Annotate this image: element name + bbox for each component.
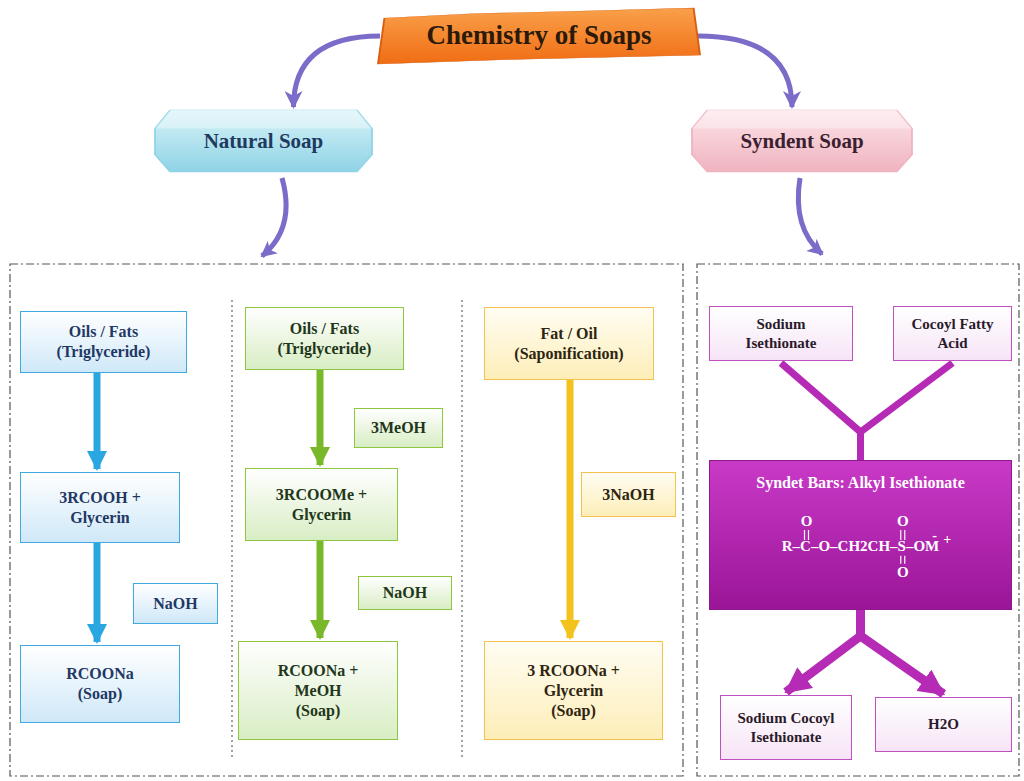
double-bond bbox=[900, 556, 901, 564]
dotted-separator bbox=[231, 300, 232, 760]
box-label: Fat / Oil (Saponification) bbox=[504, 324, 634, 364]
flow-arrow bbox=[317, 370, 324, 465]
box-label: Oils / Fats (Triglyceride) bbox=[255, 319, 395, 359]
flow-arrow bbox=[698, 36, 792, 107]
box-label: 3MeOH bbox=[371, 418, 426, 438]
dashed-region bbox=[10, 264, 683, 776]
flow-arrow bbox=[861, 363, 953, 460]
double-bond bbox=[904, 556, 905, 564]
formula-part: C bbox=[800, 537, 811, 556]
process-box: 3RCOOMe + Glycerin bbox=[245, 468, 398, 541]
title-banner: Chemistry of Soaps bbox=[378, 8, 700, 64]
flow-arrow bbox=[94, 543, 101, 642]
process-box: Oils / Fats (Triglyceride) bbox=[20, 311, 187, 373]
box-label: 3RCOOMe + Glycerin bbox=[262, 485, 382, 525]
box-label: 3RCOOH + Glycerin bbox=[50, 488, 150, 528]
flow-arrow bbox=[861, 610, 944, 694]
flow-arrow bbox=[94, 373, 101, 469]
box-label: NaOH bbox=[383, 583, 427, 603]
box-label: 3 RCOONa + Glycerin (Soap) bbox=[524, 661, 624, 721]
product-box: RCOONa (Soap) bbox=[20, 645, 180, 723]
product-box: RCOONa + MeOH (Soap) bbox=[238, 641, 398, 740]
dotted-separator bbox=[461, 300, 462, 760]
charge-sign: - bbox=[932, 529, 937, 543]
oxygen-atom: O bbox=[897, 565, 909, 580]
formula-part: –O–CH2CH– bbox=[811, 537, 898, 556]
dashed-region bbox=[697, 264, 1019, 776]
oxygen-atom: O bbox=[801, 514, 813, 529]
flow-arrow bbox=[567, 380, 574, 638]
soap-bar: Syndent Soap bbox=[692, 110, 912, 172]
ingredient-box: Cocoyl Fatty Acid bbox=[893, 306, 1012, 361]
syndet-box: Syndet Bars: Alkyl IsethionateR–C–O–CH2C… bbox=[709, 460, 1012, 610]
product-box: Sodium Cocoyl Isethionate bbox=[720, 695, 852, 760]
soap-bar: Natural Soap bbox=[155, 110, 372, 172]
box-label: Sodium Isethionate bbox=[736, 315, 826, 353]
formula-row: R–C–O–CH2CH–S–OM bbox=[782, 537, 940, 556]
flow-arrow bbox=[294, 36, 381, 107]
box-label: 3NaOH bbox=[602, 485, 654, 505]
charge-sign: + bbox=[943, 533, 951, 547]
formula-part: S bbox=[898, 537, 906, 556]
reagent-box: NaOH bbox=[133, 583, 218, 624]
product-box: 3 RCOONa + Glycerin (Soap) bbox=[484, 641, 663, 740]
flow-arrow bbox=[786, 610, 861, 692]
formula-part: R– bbox=[782, 537, 800, 556]
reagent-box: NaOH bbox=[358, 576, 452, 610]
box-label: RCOONa + MeOH (Soap) bbox=[273, 661, 363, 721]
reagent-box: 3NaOH bbox=[581, 472, 676, 517]
branch-arrow bbox=[798, 178, 822, 254]
branch-arrow bbox=[262, 178, 286, 256]
box-label: Syndent Soap bbox=[740, 128, 863, 154]
oxygen-atom: O bbox=[897, 514, 909, 529]
box-label: H2O bbox=[928, 715, 959, 734]
reagent-box: 3MeOH bbox=[354, 408, 443, 448]
ingredient-box: Sodium Isethionate bbox=[709, 306, 853, 361]
process-box: Fat / Oil (Saponification) bbox=[484, 307, 654, 380]
box-label: Sodium Cocoyl Isethionate bbox=[731, 709, 841, 747]
box-label: Cocoyl Fatty Acid bbox=[905, 315, 1000, 353]
product-box: H2O bbox=[875, 697, 1012, 752]
box-label: RCOONa (Soap) bbox=[60, 664, 140, 704]
process-box: Oils / Fats (Triglyceride) bbox=[245, 307, 404, 370]
flow-arrow bbox=[781, 363, 861, 460]
box-label: Chemistry of Soaps bbox=[426, 19, 651, 53]
process-box: 3RCOOH + Glycerin bbox=[20, 472, 180, 543]
flow-arrow bbox=[317, 541, 324, 638]
box-heading: Syndet Bars: Alkyl Isethionate bbox=[756, 473, 964, 493]
box-label: Oils / Fats (Triglyceride) bbox=[29, 322, 178, 362]
box-label: Natural Soap bbox=[204, 128, 324, 154]
box-label: NaOH bbox=[153, 594, 197, 614]
